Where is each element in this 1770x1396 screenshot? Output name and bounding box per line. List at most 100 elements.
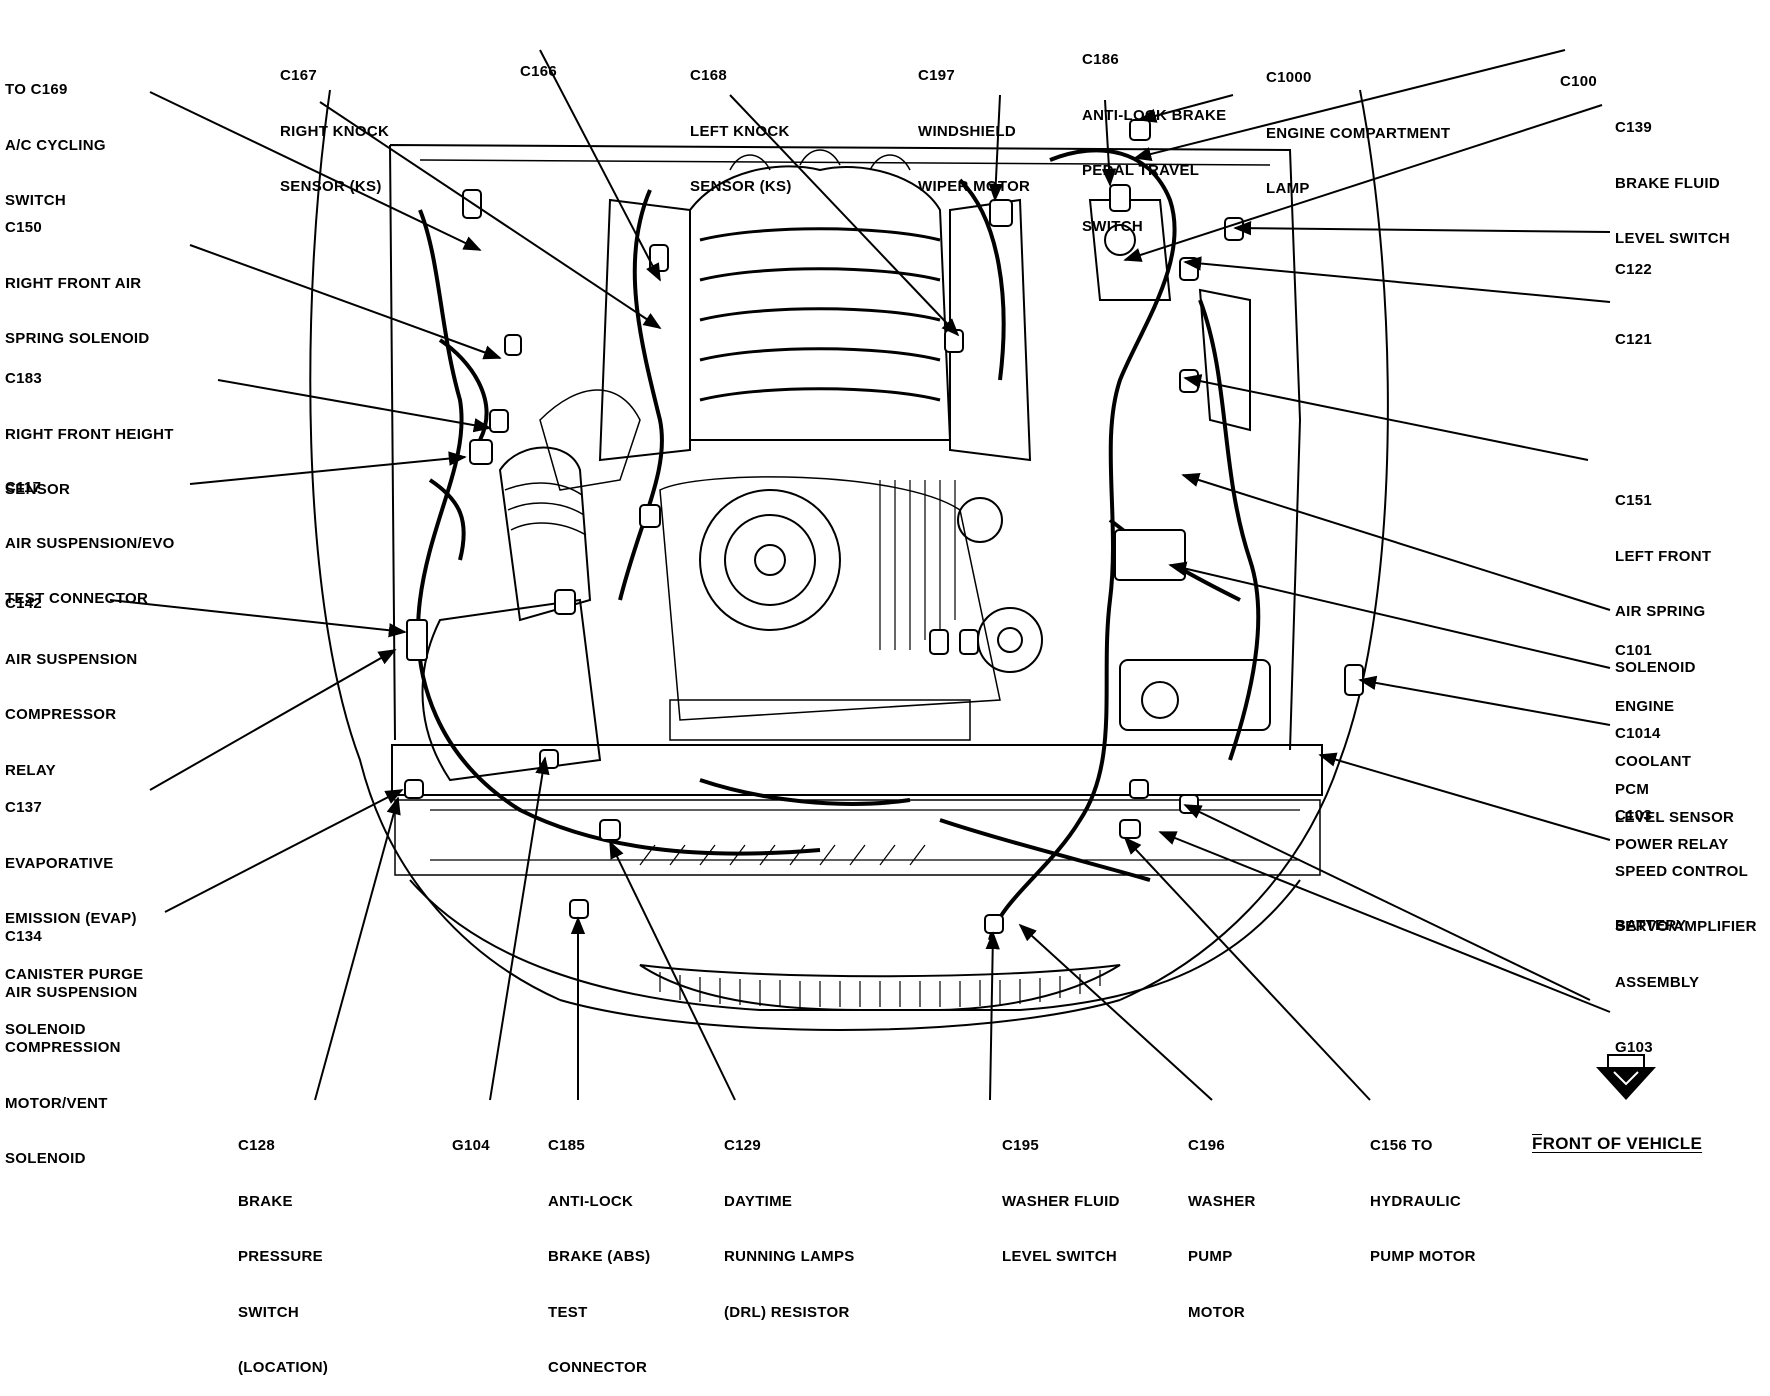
down-arrow-icon: [1596, 1054, 1656, 1100]
label-line: C195: [1002, 1137, 1040, 1154]
label-line: C166: [520, 63, 558, 80]
label-c169: TO C169 A/C CYCLING SWITCH: [5, 44, 106, 229]
label-line: C196: [1188, 1137, 1226, 1154]
label-line: RELAY: [5, 761, 56, 779]
label-line: LEVEL SWITCH: [1002, 1248, 1117, 1265]
label-line: WASHER FLUID: [1002, 1192, 1120, 1210]
label-line: SENSOR (KS): [280, 178, 382, 195]
label-line: SOLENOID: [5, 1150, 86, 1167]
label-line: C167: [280, 67, 318, 84]
label-line: SERVO/AMPLIFIER: [1615, 918, 1757, 935]
label-line: CANISTER PURGE: [5, 965, 144, 983]
label-line: C150: [5, 219, 43, 236]
label-line: PUMP MOTOR: [1370, 1248, 1476, 1265]
label-line: C168: [690, 67, 728, 84]
label-line: PEDAL TRAVEL: [1082, 162, 1200, 179]
label-battery: BATTERY: [1615, 880, 1686, 954]
label-line: ENGINE COMPARTMENT: [1266, 124, 1451, 142]
brake-reservoir: [1088, 199, 1271, 731]
label-c196: C196 WASHER PUMP MOTOR: [1188, 1100, 1256, 1341]
label-c101: C101 ENGINE COOLANT LEVEL SENSOR: [1615, 605, 1734, 846]
label-line: C185: [548, 1137, 586, 1154]
label-c167: C167 RIGHT KNOCK SENSOR (KS): [280, 30, 389, 215]
label-line: (LOCATION): [238, 1359, 329, 1376]
label-c142: C142 AIR SUSPENSION COMPRESSOR RELAY: [5, 558, 138, 799]
label-c1014: C1014 PCM POWER RELAY: [1615, 688, 1729, 873]
label-c129: C129 DAYTIME RUNNING LAMPS (DRL) RESISTO…: [724, 1100, 855, 1341]
label-line: C1014: [1615, 725, 1661, 742]
label-c134: C134 AIR SUSPENSION COMPRESSION MOTOR/VE…: [5, 891, 138, 1187]
label-line: LEVEL SENSOR: [1615, 808, 1735, 826]
label-line: COOLANT: [1615, 753, 1692, 770]
label-line: LEFT FRONT: [1615, 547, 1712, 565]
label-line: COMPRESSION: [5, 1039, 121, 1056]
label-line: ANTI-LOCK: [548, 1192, 634, 1210]
label-line: RUNNING LAMPS: [724, 1248, 855, 1265]
leader-lines: [109, 49, 1611, 1101]
label-line: SWITCH: [238, 1303, 299, 1321]
engine-drawing: [109, 49, 1656, 1101]
label-line: C151: [1615, 492, 1653, 509]
label-line: WASHER: [1188, 1192, 1256, 1210]
label-line: C122: [1615, 261, 1653, 278]
front-of-vehicle-label: FRONT OF VEHICLE: [1532, 1098, 1702, 1172]
label-line: G104: [452, 1137, 490, 1154]
label-line: AIR SUSPENSION/EVO: [5, 534, 175, 552]
label-c151: C151 LEFT FRONT AIR SPRING SOLENOID: [1615, 455, 1711, 696]
label-line: LEVEL SWITCH: [1615, 230, 1730, 247]
label-line: LEFT KNOCK: [690, 122, 790, 140]
label-line: EMISSION (EVAP): [5, 910, 137, 927]
label-c117: C117 AIR SUSPENSION/EVO TEST CONNECTOR: [5, 442, 175, 627]
label-line: C101: [1615, 642, 1653, 659]
label-line: AIR SUSPENSION: [5, 983, 138, 1001]
label-line: RIGHT FRONT AIR: [5, 274, 142, 292]
label-line: SWITCH: [1082, 217, 1143, 235]
label-c185: C185 ANTI-LOCK BRAKE (ABS) TEST CONNECTO…: [548, 1100, 650, 1396]
label-line: PCM: [1615, 780, 1650, 798]
label-line: EVAPORATIVE: [5, 854, 114, 872]
label-line: BRAKE (ABS): [548, 1248, 651, 1265]
connectors: [404, 119, 1364, 934]
label-line: C183: [5, 370, 43, 387]
label-line: MOTOR/VENT: [5, 1094, 108, 1112]
label-c166: C166: [520, 26, 557, 100]
label-line: SPEED CONTROL: [1615, 862, 1749, 880]
label-line: C186: [1082, 51, 1120, 68]
label-line: SOLENOID: [5, 1021, 86, 1038]
label-line: RIGHT KNOCK: [280, 122, 390, 140]
label-line: TEST: [548, 1303, 588, 1321]
label-line: BRAKE: [238, 1192, 293, 1210]
label-line: C142: [5, 595, 43, 612]
label-line: TEST CONNECTOR: [5, 590, 149, 607]
label-line: C100: [1560, 73, 1598, 90]
label-line: SPRING SOLENOID: [5, 330, 150, 347]
label-line: C156 TO: [1370, 1137, 1433, 1154]
label-line: C117: [5, 479, 42, 496]
label-c183: C183 RIGHT FRONT HEIGHT SENSOR: [5, 333, 174, 518]
label-line: BRAKE FLUID: [1615, 174, 1720, 192]
label-line: AIR SUSPENSION: [5, 650, 138, 668]
label-line: C197: [918, 67, 956, 84]
label-c156: C156 TO HYDRAULIC PUMP MOTOR: [1370, 1100, 1476, 1285]
label-line: A/C CYCLING: [5, 136, 106, 154]
label-c168: C168 LEFT KNOCK SENSOR (KS): [690, 30, 792, 215]
label-line: POWER RELAY: [1615, 836, 1729, 853]
label-c195: C195 WASHER FLUID LEVEL SWITCH: [1002, 1100, 1120, 1285]
label-line: WINDSHIELD: [918, 122, 1016, 140]
label-line: WIPER MOTOR: [918, 178, 1031, 195]
label-c150: C150 RIGHT FRONT AIR SPRING SOLENOID: [5, 182, 150, 367]
label-line: C128: [238, 1137, 276, 1154]
air-intake: [421, 389, 641, 782]
label-line: C103: [1615, 807, 1653, 824]
label-line: G103: [1615, 1039, 1653, 1056]
label-line: TO C169: [5, 81, 68, 98]
label-line: C137: [5, 799, 43, 816]
label-line: SOLENOID: [1615, 658, 1696, 676]
label-line: FRONT OF VEHICLE: [1532, 1134, 1703, 1153]
label-c103: C103 SPEED CONTROL SERVO/AMPLIFIER ASSEM…: [1615, 770, 1757, 1011]
label-line: CONNECTOR: [548, 1359, 648, 1376]
label-line: HYDRAULIC: [1370, 1192, 1462, 1210]
label-line: PUMP: [1188, 1248, 1233, 1265]
engine-compartment-diagram: TO C169 A/C CYCLING SWITCH C150 RIGHT FR…: [5, 26, 1757, 1376]
label-line: SENSOR: [5, 481, 71, 498]
